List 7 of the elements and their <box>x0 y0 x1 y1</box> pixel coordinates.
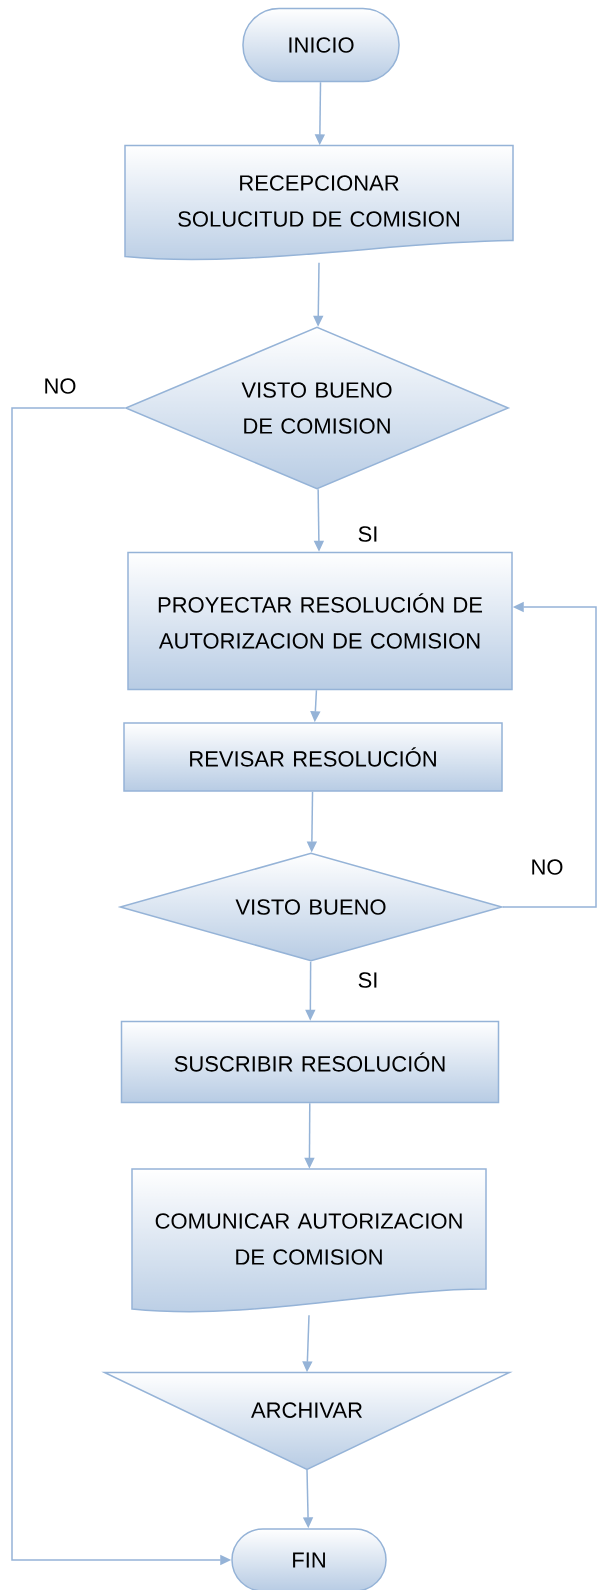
edge-label: NO <box>42 377 78 395</box>
edge-label: SI <box>356 525 380 543</box>
edge-label: SI <box>356 971 380 989</box>
process-box: SUSCRIBIR RESOLUCIÓN <box>120 1020 500 1104</box>
process-box: PROYECTAR RESOLUCIÓN DE AUTORIZACION DE COMISION <box>127 551 513 691</box>
process-box: REVISAR RESOLUCIÓN <box>123 722 503 792</box>
edge-label: NO <box>529 858 565 876</box>
